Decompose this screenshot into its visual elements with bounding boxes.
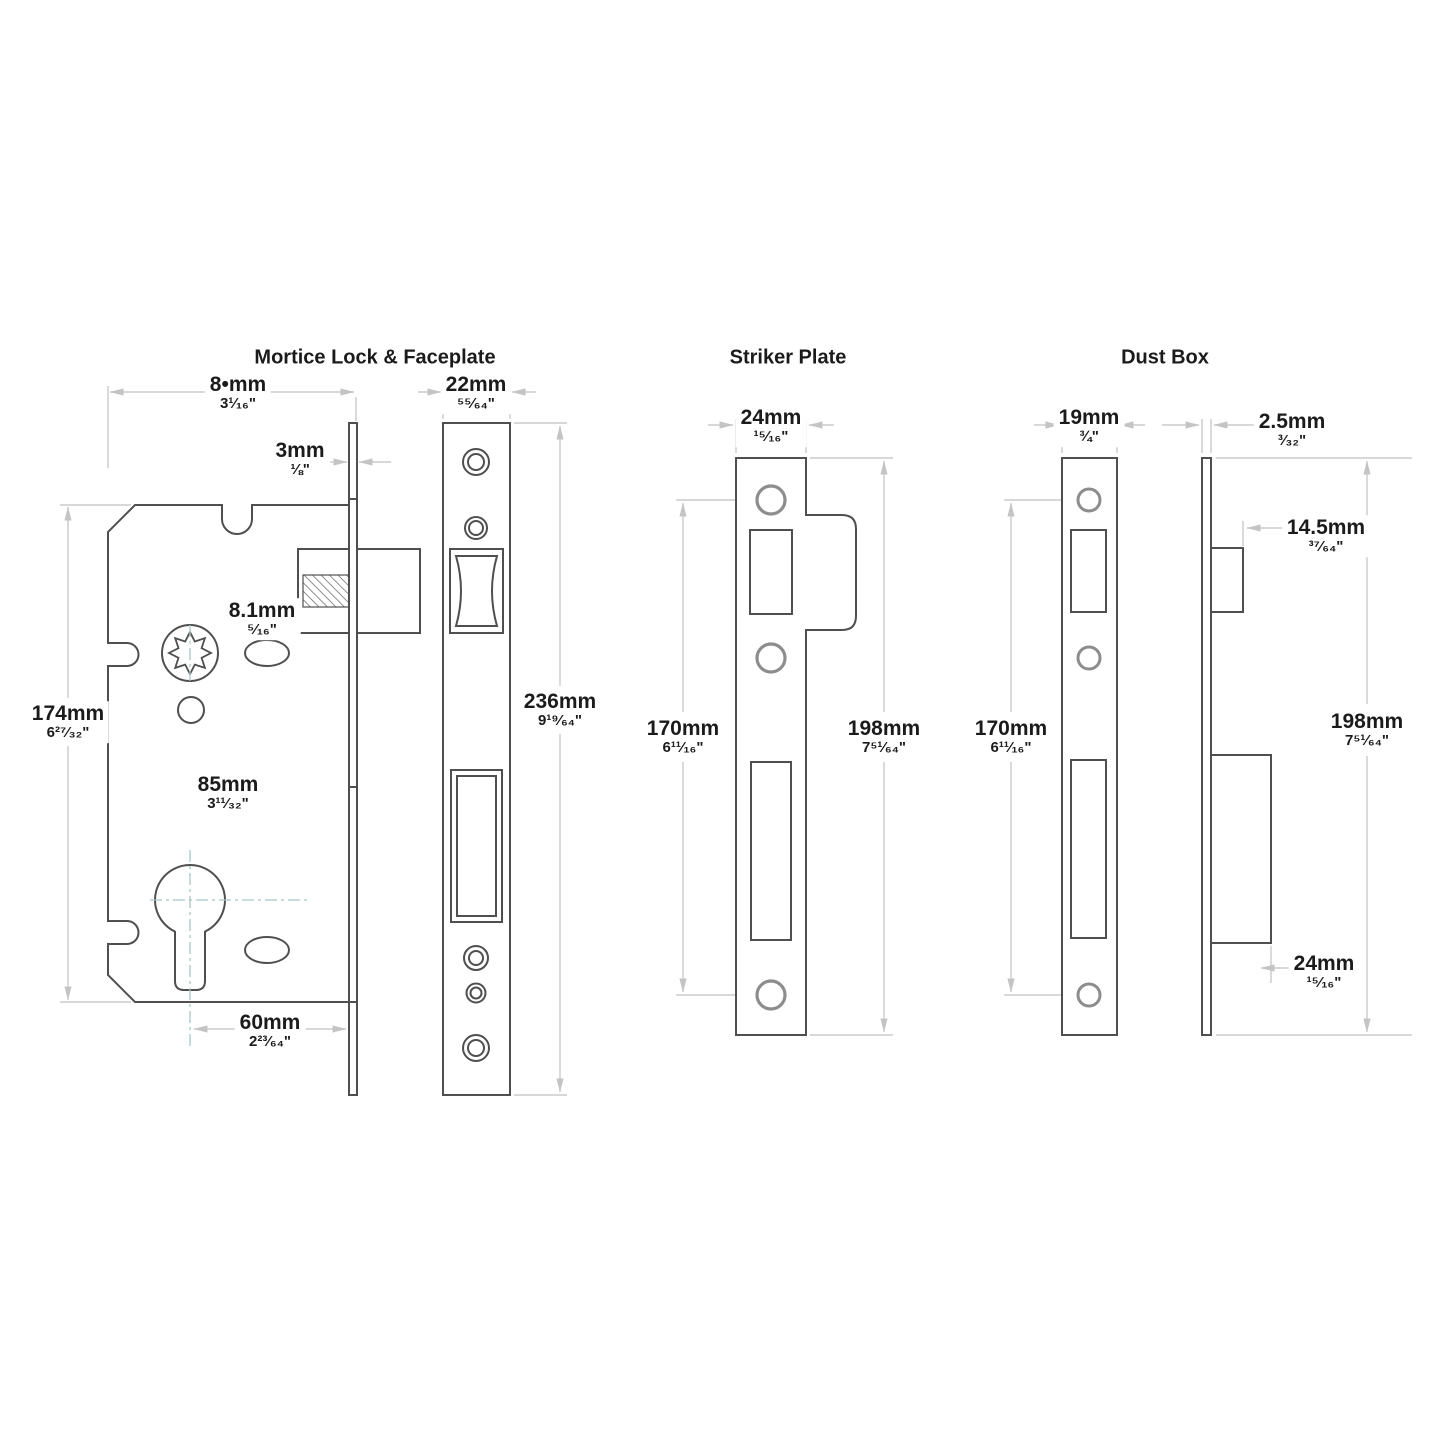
screw-hole-inner bbox=[468, 520, 484, 536]
dim-dustbox-plate-thickness-mm: 2.5mm bbox=[1258, 410, 1326, 434]
dust-box-side-view bbox=[1201, 457, 1272, 1036]
faceplate-edge-view bbox=[348, 422, 358, 1096]
dim-striker-hole-span-mm: 170mm bbox=[646, 717, 720, 741]
dim-dustbox-latch-depth: 14.5mm ³⁷⁄₆₄" bbox=[1281, 515, 1371, 557]
dim-dustbox-bolt-depth-inch: ¹⁵⁄₁₆" bbox=[1306, 974, 1342, 992]
dim-dustbox-latch-depth-mm: 14.5mm bbox=[1286, 516, 1366, 540]
fixing-slot-oval bbox=[244, 639, 290, 667]
faceplate-front-view bbox=[442, 422, 511, 1096]
deadbolt-opening bbox=[750, 761, 792, 941]
screw-hole bbox=[1076, 645, 1102, 671]
dim-dustbox-width-inch: ¾" bbox=[1079, 428, 1099, 446]
dim-backset: 60mm 2²³⁄₆₄" bbox=[234, 1010, 306, 1052]
fixing-slot-oval bbox=[244, 936, 290, 964]
fixing-hole bbox=[177, 696, 205, 724]
screw-hole bbox=[1076, 487, 1102, 513]
dim-dustbox-bolt-depth: 24mm ¹⁵⁄₁₆" bbox=[1288, 951, 1360, 993]
dim-case-height-inch: 6²⁷⁄₃₂" bbox=[46, 724, 90, 742]
dim-striker-width: 24mm ¹⁵⁄₁₆" bbox=[735, 405, 807, 447]
dim-dustbox-hole-span-mm: 170mm bbox=[974, 717, 1048, 741]
dim-case-height: 174mm 6²⁷⁄₃₂" bbox=[26, 701, 110, 743]
screw-hole bbox=[755, 484, 787, 516]
striker-plate-view bbox=[735, 457, 857, 1036]
dim-striker-hole-span-inch: 6¹¹⁄₁₆" bbox=[662, 739, 704, 757]
latch-bolt-head bbox=[356, 548, 421, 634]
latch-opening bbox=[749, 529, 793, 615]
faceplate-edge-strip bbox=[348, 422, 358, 1096]
latch-opening bbox=[1070, 529, 1107, 613]
screw-hole bbox=[755, 979, 787, 1011]
dim-striker-hole-span: 170mm 6¹¹⁄₁₆" bbox=[641, 716, 725, 758]
dim-faceplate-thickness: 3mm ⅛" bbox=[270, 438, 330, 480]
dim-spindle-square-mm: 8.1mm bbox=[228, 599, 296, 623]
dim-dustbox-hole-span-inch: 6¹¹⁄₁₆" bbox=[990, 739, 1032, 757]
screw-hole-inner bbox=[467, 1039, 485, 1057]
dim-dustbox-width: 19mm ¾" bbox=[1053, 405, 1125, 447]
dim-faceplate-thickness-mm: 3mm bbox=[275, 439, 325, 463]
dim-dustbox-height-mm: 198mm bbox=[1330, 710, 1404, 734]
screw-hole-inner bbox=[467, 453, 485, 471]
latch-box-profile bbox=[1211, 547, 1244, 613]
dim-dustbox-bolt-depth-mm: 24mm bbox=[1293, 952, 1355, 976]
dim-case-height-mm: 174mm bbox=[31, 702, 105, 726]
dim-case-depth: 8•mm 3¹⁄₁₆" bbox=[204, 372, 272, 414]
dim-case-depth-mm: 8•mm bbox=[209, 373, 267, 397]
dim-centres: 85mm 3¹¹⁄₃₂" bbox=[192, 772, 264, 814]
centerlines bbox=[150, 625, 308, 1046]
latch-bolt bbox=[297, 548, 421, 634]
dim-striker-width-mm: 24mm bbox=[740, 406, 802, 430]
dim-spindle-square: 8.1mm ⁵⁄₁₆" bbox=[223, 598, 301, 640]
dim-faceplate-height-mm: 236mm bbox=[523, 690, 597, 714]
dim-faceplate-height: 236mm 9¹⁹⁄₆₄" bbox=[518, 689, 602, 731]
dust-box-side-plate bbox=[1201, 457, 1212, 1036]
dim-backset-inch: 2²³⁄₆₄" bbox=[249, 1033, 291, 1051]
mortice-section-title: Mortice Lock & Faceplate bbox=[254, 346, 496, 369]
screw-hole-inner bbox=[469, 986, 483, 1000]
screw-hole-inner bbox=[468, 950, 484, 966]
dim-faceplate-width-inch: ⁵⁵⁄₆₄" bbox=[457, 395, 495, 413]
dim-centres-inch: 3¹¹⁄₃₂" bbox=[207, 795, 249, 813]
dim-dustbox-latch-depth-inch: ³⁷⁄₆₄" bbox=[1308, 538, 1344, 556]
dim-case-depth-inch: 3¹⁄₁₆" bbox=[220, 395, 256, 413]
dim-dustbox-plate-thickness-inch: ³⁄₃₂" bbox=[1277, 432, 1307, 450]
dim-dustbox-plate-thickness: 2.5mm ³⁄₃₂" bbox=[1253, 409, 1331, 451]
dim-dustbox-hole-span: 170mm 6¹¹⁄₁₆" bbox=[969, 716, 1053, 758]
dim-faceplate-width-mm: 22mm bbox=[445, 373, 507, 397]
dim-striker-height-mm: 198mm bbox=[847, 717, 921, 741]
deadbolt-opening bbox=[1070, 759, 1107, 939]
dust-box-front-view bbox=[1061, 457, 1118, 1036]
bolt-box-profile bbox=[1211, 754, 1272, 944]
dim-spindle-square-inch: ⁵⁄₁₆" bbox=[247, 621, 277, 639]
screw-hole bbox=[1076, 982, 1102, 1008]
striker-section-title: Striker Plate bbox=[729, 346, 847, 369]
dim-backset-mm: 60mm bbox=[239, 1011, 301, 1035]
deadbolt-opening-inner bbox=[456, 775, 497, 917]
dim-striker-height-inch: 7⁵¹⁄₆₄" bbox=[862, 739, 906, 757]
dim-faceplate-thickness-inch: ⅛" bbox=[290, 461, 310, 479]
dim-faceplate-width: 22mm ⁵⁵⁄₆₄" bbox=[440, 372, 512, 414]
latch-spring-hatch bbox=[302, 574, 351, 608]
dim-centres-mm: 85mm bbox=[197, 773, 259, 797]
dim-dustbox-height-inch: 7⁵¹⁄₆₄" bbox=[1345, 732, 1389, 750]
dim-striker-height: 198mm 7⁵¹⁄₆₄" bbox=[842, 716, 926, 758]
dim-dustbox-height: 198mm 7⁵¹⁄₆₄" bbox=[1325, 709, 1409, 751]
latch-roller-shape bbox=[454, 555, 499, 627]
dim-dustbox-width-mm: 19mm bbox=[1058, 406, 1120, 430]
screw-hole bbox=[755, 642, 787, 674]
dim-striker-width-inch: ¹⁵⁄₁₆" bbox=[753, 428, 789, 446]
dustbox-section-title: Dust Box bbox=[1121, 346, 1209, 369]
dim-faceplate-height-inch: 9¹⁹⁄₆₄" bbox=[537, 712, 583, 730]
